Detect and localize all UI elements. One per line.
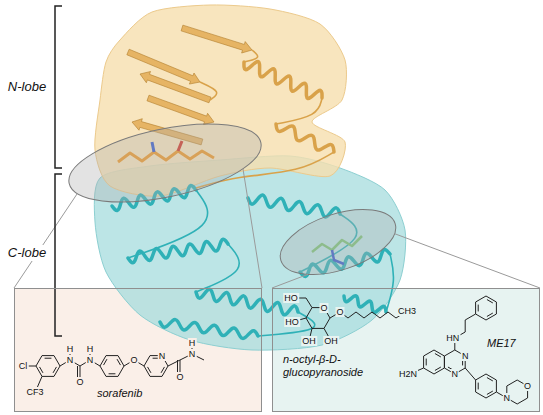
bond [168, 360, 180, 366]
compound-name: sorafenib [97, 387, 142, 400]
atom-label: N [158, 351, 167, 361]
bond [388, 312, 396, 318]
c-lobe-loop [258, 312, 315, 336]
bond [104, 359, 107, 365]
n-lobe-strand [181, 25, 252, 53]
bond [478, 383, 479, 390]
atom-label: O [319, 303, 328, 313]
zoom-ellipse [272, 197, 403, 287]
bond [372, 312, 380, 318]
atom-label: N [66, 355, 75, 365]
lobe-label: C-lobe [7, 245, 47, 261]
atom-label: N [86, 355, 95, 365]
bond [435, 354, 441, 357]
compound-name: ME17 [487, 337, 516, 350]
c-lobe-helix [128, 239, 228, 263]
bond [435, 367, 441, 370]
atom-label: N [451, 369, 460, 379]
atom-label: H2N [398, 369, 418, 379]
bond [465, 368, 475, 380]
ring [476, 296, 497, 320]
lobe-bracket [55, 6, 62, 168]
atom-label: N [188, 349, 197, 359]
atom-label: N [461, 351, 470, 361]
bond [53, 367, 56, 373]
atom-label: HN [445, 333, 460, 343]
atom-label: H [66, 344, 75, 354]
atom-label: CH3 [397, 306, 417, 316]
compound-name: n-octyl-β-D-glucopyranoside [283, 353, 395, 379]
bond [109, 373, 116, 374]
n-lobe-strand [127, 49, 200, 84]
bond [356, 312, 364, 318]
atom-label: HO [283, 293, 299, 303]
c-lobe-loop [386, 254, 393, 312]
chemical-structures [23, 296, 528, 404]
atom-label: O [175, 372, 184, 382]
bond [465, 320, 466, 332]
bond [465, 314, 475, 320]
lobe-label: N-lobe [7, 79, 47, 95]
atom-label: H [86, 344, 95, 354]
bond [40, 367, 43, 373]
n-lobe-loop [244, 50, 258, 62]
ring [476, 374, 497, 398]
atom-label: O [75, 377, 84, 387]
atom-label: N [503, 393, 512, 403]
ring [424, 350, 445, 374]
ring [36, 356, 60, 377]
bond [380, 312, 388, 318]
zoom-line [395, 234, 540, 288]
bond [306, 298, 312, 308]
n-lobe-strand [147, 95, 214, 124]
atom-label: HO [284, 317, 300, 327]
atom-label: H [188, 338, 197, 348]
bond [45, 358, 52, 359]
zoom-line [14, 194, 77, 288]
n-lobe-loop [276, 98, 322, 124]
bond [487, 391, 493, 394]
atom-label: O [335, 307, 344, 317]
zoom-line [243, 169, 262, 288]
atom-label: Cl [18, 361, 29, 371]
lobe-bracket [55, 174, 62, 336]
zoom-line [272, 274, 308, 288]
n-lobe-helix [276, 124, 334, 152]
atom-label: OH [301, 336, 317, 346]
ring [100, 356, 124, 377]
n-lobe-loop [200, 82, 217, 100]
bond [364, 312, 372, 318]
c-lobe-helix [344, 296, 386, 313]
atom-label: CF3 [25, 387, 44, 397]
atom-label: OH [323, 336, 339, 346]
structure-panel: sorafenib [14, 288, 262, 412]
bond [117, 359, 120, 365]
bond [487, 300, 493, 303]
atom-label: O [129, 355, 138, 365]
zoom-ellipse [62, 109, 268, 216]
bond [426, 359, 427, 366]
bond [348, 312, 356, 318]
bond [161, 367, 164, 373]
c-lobe-loop [196, 244, 239, 292]
atom-label: O [523, 381, 532, 391]
c-lobe-helix [248, 195, 340, 217]
bond [487, 378, 493, 381]
bond [478, 305, 479, 312]
bond [487, 313, 493, 316]
c-lobe-helix [160, 320, 258, 339]
c-lobe-helix [196, 289, 298, 315]
n-lobe-helix [244, 62, 322, 99]
bond [148, 367, 151, 373]
